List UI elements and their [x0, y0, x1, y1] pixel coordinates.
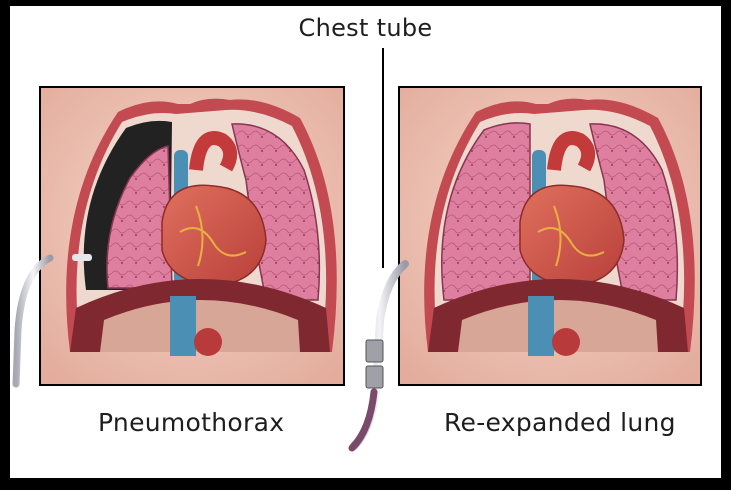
- heart-right: [520, 185, 624, 286]
- heart: [162, 185, 266, 286]
- tube-connector: [366, 340, 383, 362]
- tube-end: [352, 392, 374, 448]
- pneumothorax-caption: Pneumothorax: [98, 408, 284, 437]
- tube-connector-2: [366, 366, 383, 388]
- chest-tube-label: Chest tube: [0, 14, 731, 42]
- re-expanded-lung-caption: Re-expanded lung: [444, 408, 676, 437]
- re-expanded-panel: [399, 87, 701, 385]
- aorta-section: [194, 328, 222, 356]
- pneumothorax-panel: [40, 87, 344, 385]
- inferior-vessel: [170, 296, 196, 356]
